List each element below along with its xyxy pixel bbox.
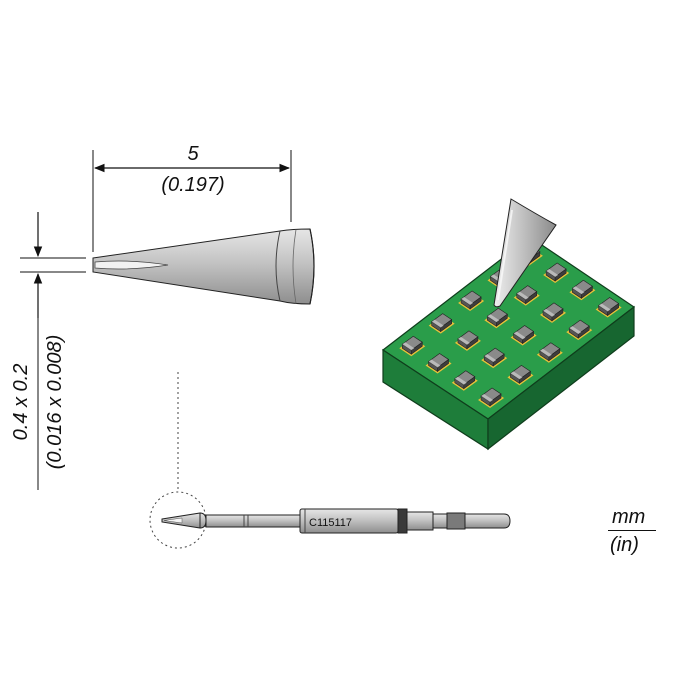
smd-chip bbox=[481, 347, 508, 369]
smd-chip bbox=[539, 302, 566, 323]
smd-chip bbox=[484, 307, 511, 329]
length-in-label: (0.197) bbox=[161, 174, 224, 196]
units-mm-label: mm bbox=[612, 506, 646, 528]
tip-enlarged-view bbox=[92, 228, 315, 305]
smd-chip bbox=[428, 313, 455, 334]
smd-chip bbox=[513, 285, 540, 306]
tip-size-mm-label: 0.4 x 0.2 bbox=[10, 364, 32, 441]
length-mm-label: 5 bbox=[187, 143, 199, 165]
smd-chip bbox=[425, 353, 452, 374]
pcb-illustration bbox=[381, 198, 636, 451]
smd-chip bbox=[507, 364, 534, 386]
units-in-label: (in) bbox=[610, 534, 639, 556]
length-dimension: 5 (0.197) bbox=[92, 143, 292, 252]
smd-chip bbox=[595, 297, 622, 318]
part-number-label: C115117 bbox=[309, 517, 352, 529]
smd-chip bbox=[566, 319, 593, 341]
tip-size-dimension: 0.4 x 0.2 (0.016 x 0.008) bbox=[10, 212, 86, 490]
tip-size-in-label: (0.016 x 0.008) bbox=[44, 335, 66, 470]
smd-components bbox=[399, 245, 622, 408]
smd-chip bbox=[543, 262, 570, 284]
smd-chip bbox=[458, 290, 485, 311]
tip-full-view: C115117 bbox=[161, 508, 511, 534]
smd-chip bbox=[569, 279, 596, 301]
smd-chip bbox=[399, 335, 426, 357]
units-divider bbox=[608, 530, 656, 531]
smd-chip bbox=[510, 325, 537, 346]
smd-chip bbox=[478, 387, 505, 408]
smd-chip bbox=[536, 342, 563, 363]
smd-chip bbox=[451, 370, 478, 391]
smd-chip bbox=[454, 330, 481, 351]
